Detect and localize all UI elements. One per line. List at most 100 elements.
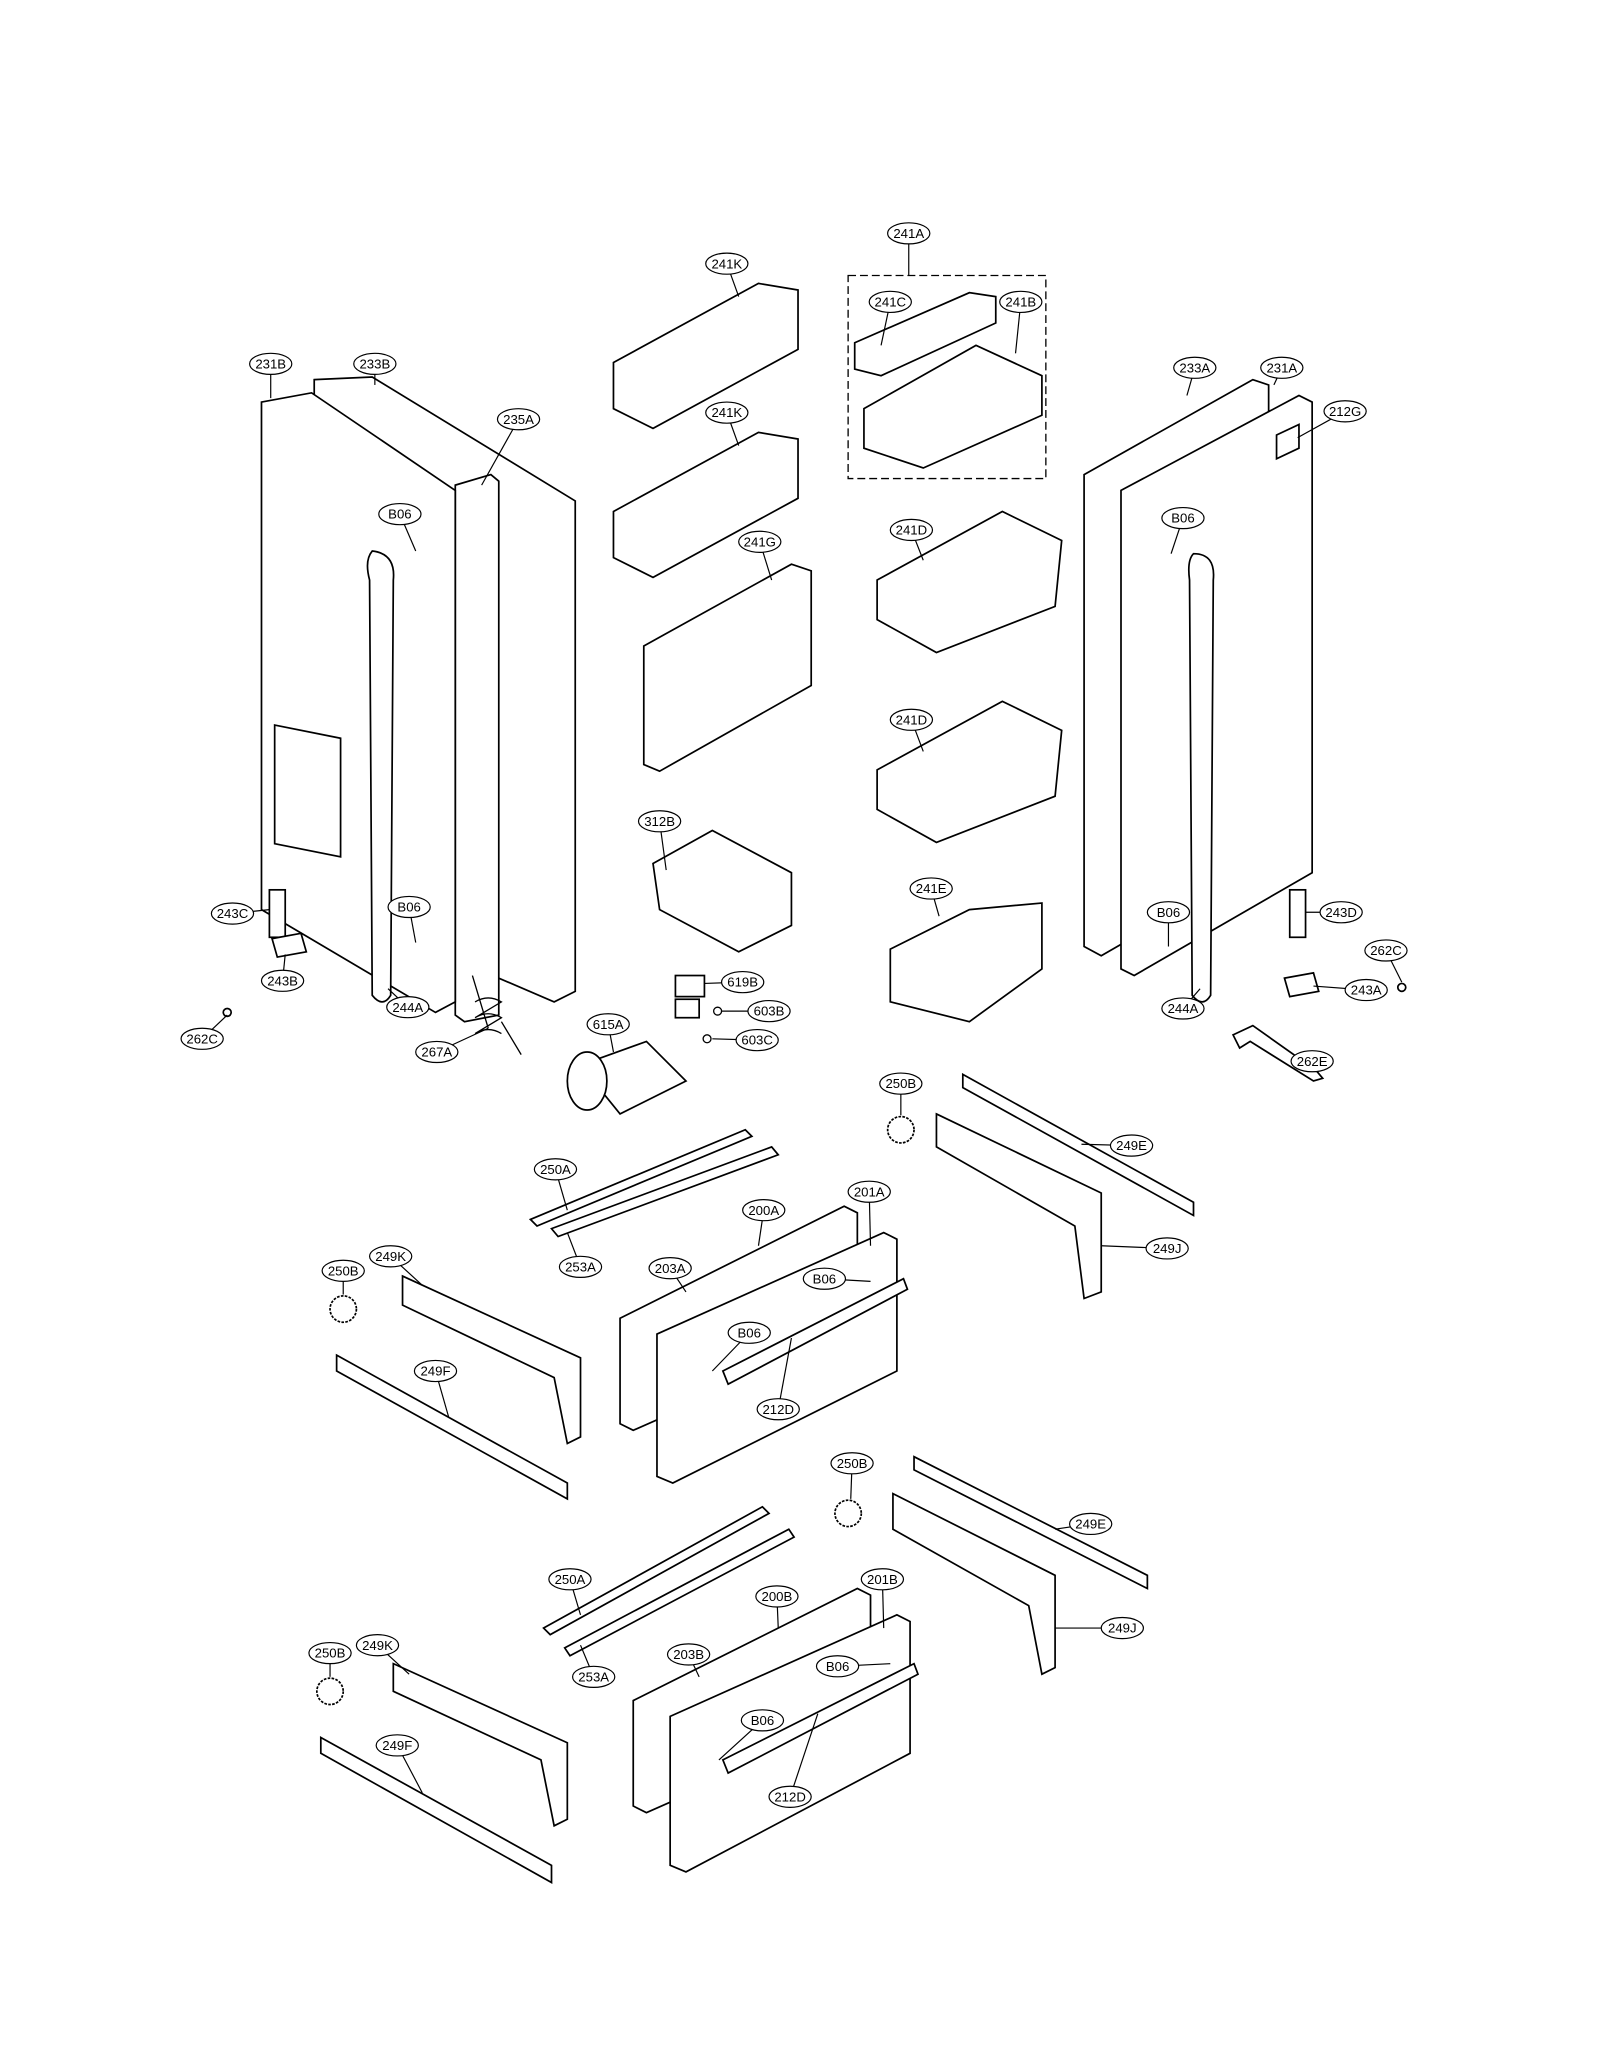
callout-label: 603B <box>754 1004 785 1019</box>
gear-250b-2 <box>329 1295 358 1324</box>
left-door-231b <box>260 391 457 1014</box>
hinge-243d <box>1288 888 1307 939</box>
dispenser-window <box>273 724 342 858</box>
callout-bubble <box>727 1321 771 1344</box>
callout-bubble <box>1344 978 1388 1002</box>
callout-bubble <box>321 1259 365 1282</box>
callout-603b: 603B <box>721 999 791 1023</box>
callout-label: 243D <box>1325 905 1357 920</box>
callout-label: 233B <box>359 356 390 371</box>
callout-label: 262C <box>1370 943 1402 958</box>
callout-bubble <box>830 1452 874 1475</box>
callout-label: 267A <box>421 1045 452 1060</box>
screw-262c-left <box>222 1007 233 1018</box>
callout-249e: 249E <box>1081 1134 1154 1157</box>
callout-label: B06 <box>1157 905 1180 920</box>
callout-249k: 249K <box>368 1245 423 1286</box>
leader-line <box>481 418 520 486</box>
callout-bubble <box>1161 506 1205 530</box>
rail-253a-upper <box>550 1145 780 1238</box>
right-door-231a <box>1120 394 1314 977</box>
callout-label: 203B <box>673 1647 704 1662</box>
hinge-243a <box>1283 971 1320 998</box>
callout-label: 212D <box>762 1402 794 1417</box>
callout-bubble <box>889 708 934 731</box>
callout-203b: 203B <box>666 1643 711 1678</box>
callout-231b: 231B <box>249 352 293 399</box>
callout-label: 249J <box>1108 1621 1137 1636</box>
callout-label: 615A <box>593 1017 624 1032</box>
door-handle-244a-right <box>1187 552 1215 1003</box>
hinge-243c <box>268 888 287 939</box>
callout-bubble <box>1100 1616 1145 1640</box>
callout-212d: 212D <box>768 1713 819 1808</box>
rail-250a-upper <box>528 1128 754 1228</box>
callout-label: 241K <box>711 405 742 420</box>
callout-250b: 250B <box>830 1452 874 1499</box>
callout-bubble <box>768 1785 812 1808</box>
door-bin-241e <box>889 902 1043 1023</box>
callout-bubble <box>415 1040 459 1064</box>
callout-b06: B06 <box>1146 901 1191 947</box>
callout-bubble <box>999 290 1043 314</box>
callout-b06: B06 <box>802 1267 871 1290</box>
callout-label: B06 <box>751 1713 774 1728</box>
callout-bubble <box>260 969 305 992</box>
clip-603c <box>702 1034 712 1044</box>
callout-label: B06 <box>1171 511 1194 526</box>
callout-label: 212G <box>1329 404 1361 419</box>
callout-243b: 243B <box>260 954 305 992</box>
callout-label: B06 <box>388 507 411 522</box>
callout-bubble <box>879 1072 923 1095</box>
callout-bubble <box>1145 1237 1189 1260</box>
callout-label: 250B <box>328 1263 359 1278</box>
label-212g <box>1275 423 1300 461</box>
callout-262c: 262C <box>1364 939 1408 983</box>
callout-241d: 241D <box>889 518 934 561</box>
callout-bubble <box>387 895 431 919</box>
callout-235a: 235A <box>481 408 541 486</box>
hinge-243b <box>270 932 308 959</box>
door-bin-241d-lower <box>876 700 1063 844</box>
callout-bubble <box>860 1568 905 1591</box>
callout-label: 200A <box>748 1203 779 1218</box>
callout-label: 619B <box>727 975 758 990</box>
rail-249e-upper <box>961 1072 1195 1217</box>
leader-line <box>789 1713 819 1797</box>
callout-label: 262E <box>1297 1054 1328 1069</box>
callout-label: 249E <box>1075 1517 1106 1532</box>
callout-bubble <box>1109 1134 1154 1157</box>
callout-203a: 203A <box>648 1257 692 1293</box>
callout-233b: 233B <box>353 352 397 385</box>
callout-label: 241G <box>744 534 776 549</box>
callout-bubble <box>815 1655 860 1678</box>
bracket-249j-lower <box>892 1492 1056 1676</box>
bracket-249k-upper <box>401 1274 582 1445</box>
callout-bubble <box>637 810 682 833</box>
callout-619b: 619B <box>704 970 765 994</box>
callout-label: 253A <box>565 1259 596 1274</box>
callout-244a: 244A <box>1161 988 1205 1020</box>
callout-bubble <box>802 1267 847 1290</box>
callout-label: 249K <box>375 1249 406 1264</box>
callout-243c: 243C <box>210 902 270 925</box>
callout-262c: 262C <box>180 1014 228 1050</box>
valve-619b <box>674 974 706 998</box>
callout-249k: 249K <box>355 1634 410 1675</box>
callout-bubble <box>1323 400 1367 423</box>
callout-bubble <box>355 1634 400 1657</box>
callout-bubble <box>1068 1512 1113 1536</box>
callout-bubble <box>1146 901 1191 924</box>
callout-243d: 243D <box>1305 901 1363 924</box>
callout-bubble <box>586 1013 630 1036</box>
callout-262e: 262E <box>1290 1050 1334 1073</box>
callout-label: 241D <box>896 712 928 727</box>
callout-bubble <box>1161 997 1205 1020</box>
callout-bubble <box>548 1568 592 1591</box>
callout-bubble <box>755 1585 799 1608</box>
callout-212g: 212G <box>1297 400 1367 439</box>
callout-bubble <box>1364 939 1408 962</box>
callout-bubble <box>1290 1050 1334 1073</box>
rail-249f-upper <box>335 1353 569 1501</box>
valve-body <box>674 998 701 1019</box>
